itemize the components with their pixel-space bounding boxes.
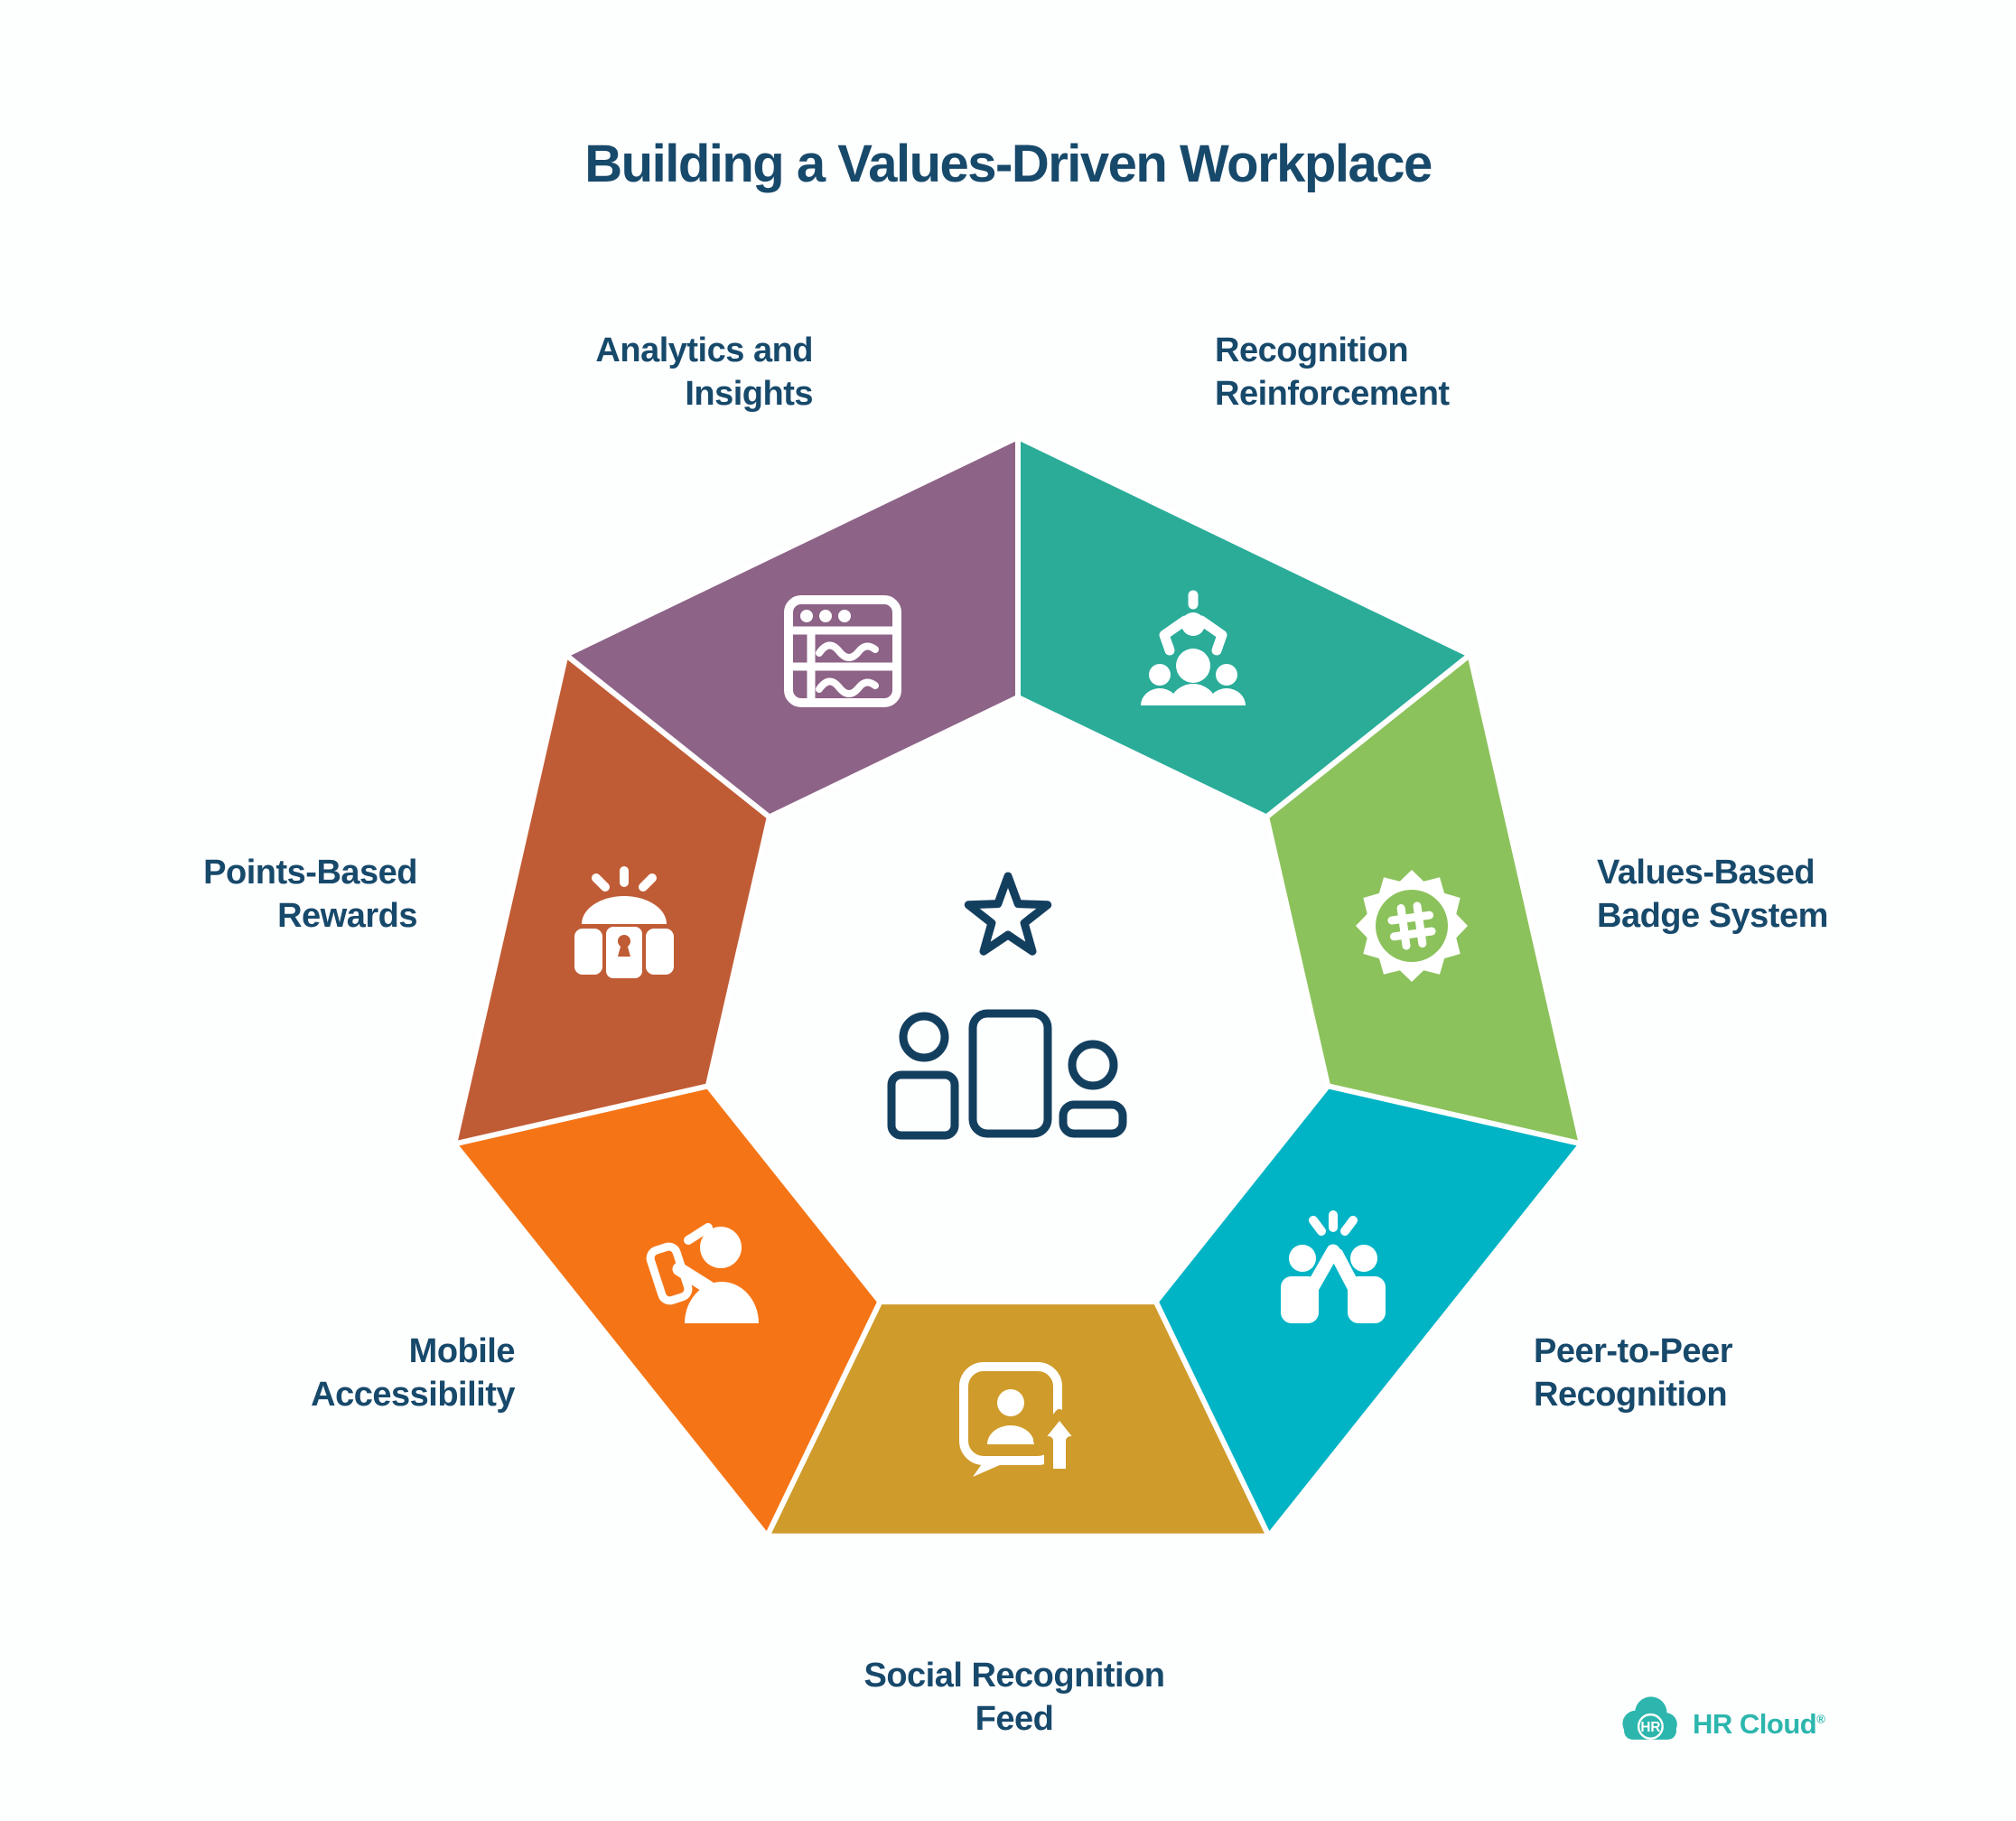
segment-label-values-based-badge-system: Values-Based Badge System bbox=[1597, 854, 1828, 935]
profile-upload-icon bbox=[959, 1362, 1086, 1478]
treasure-chest-icon bbox=[574, 866, 674, 978]
podium-star-icon bbox=[887, 872, 1127, 1140]
hr-cloud-logo: HR HR Cloud® bbox=[1617, 1695, 1825, 1754]
page-title: Building a Values-Driven Workplace bbox=[584, 135, 1433, 193]
person-phone-icon bbox=[646, 1223, 759, 1323]
segment-label-peer-to-peer-recognition: Peer-to-Peer Recognition bbox=[1534, 1332, 1732, 1414]
segment-label-mobile-accessibility: Mobile Accessibility bbox=[311, 1332, 515, 1414]
claw-team-icon bbox=[1141, 590, 1246, 705]
hr-cloud-badge-text: HR bbox=[1640, 1720, 1660, 1735]
high-five-icon bbox=[1281, 1210, 1386, 1323]
hr-cloud-brand-text: HR Cloud® bbox=[1693, 1708, 1825, 1740]
segment-label-social-recognition-feed: Social Recognition Feed bbox=[863, 1657, 1165, 1738]
hr-cloud-mark-icon: HR bbox=[1622, 1696, 1677, 1740]
segment-label-points-based-rewards: Points-Based Rewards bbox=[203, 854, 417, 935]
registered-trademark-symbol: ® bbox=[1816, 1712, 1825, 1726]
segment-label-analytics-and-insights: Analytics and Insights bbox=[595, 332, 813, 413]
analytics-window-icon bbox=[784, 595, 901, 707]
segment-label-recognition-reinforcement: Recognition Reinforcement bbox=[1215, 332, 1450, 413]
hashtag-badge-icon bbox=[1356, 870, 1468, 982]
